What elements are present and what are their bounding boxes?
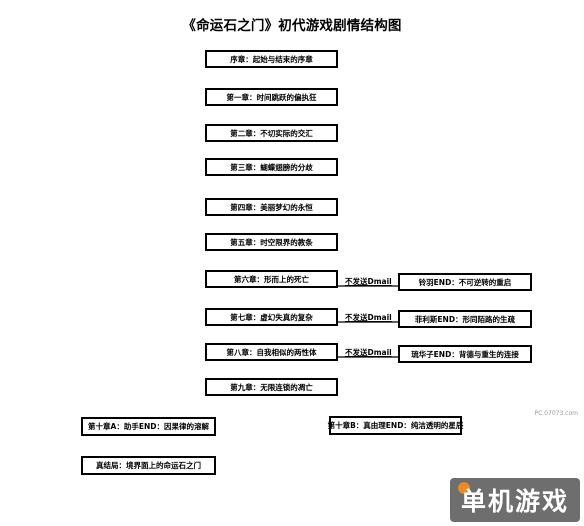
logo-accent-icon <box>458 482 470 494</box>
branch-label-3: 不发送Dmail <box>345 348 392 357</box>
chapter-box-4: 第四章：美丽梦幻的永恒 <box>205 198 338 216</box>
branch-label-1: 不发送Dmail <box>345 277 392 286</box>
chapter-box-1: 第一章：时间跳跃的偏执狂 <box>205 88 338 106</box>
true-ending-box: 真结局：境界面上的命运石之门 <box>81 456 216 475</box>
ending-box-rukako: 琉华子END：背德与重生的连接 <box>398 345 532 363</box>
diagram-title: 《命运石之门》初代游戏剧情结构图 <box>182 18 402 34</box>
chapter-box-6: 第六章：形而上的死亡 <box>205 270 338 288</box>
ending-box-kurisu: 第十章A：助手END：因果律的溶解 <box>81 417 216 436</box>
site-logo: 单机游戏 <box>450 478 580 522</box>
chapter-box-9: 第九章：无限连锁的凋亡 <box>205 378 338 396</box>
watermark-url: PC.07073.com <box>534 410 578 417</box>
chapter-box-5: 第五章：时空限界的教条 <box>205 233 338 251</box>
chapter-box-3: 第三章：蝴蝶翅膀的分歧 <box>205 158 338 176</box>
ending-box-mayuri: 第十章B：真由理END：纯洁透明的星辰 <box>328 416 463 435</box>
chapter-box-8: 第八章：自我相似的两性体 <box>205 343 338 361</box>
branch-label-2: 不发送Dmail <box>345 313 392 322</box>
logo-text: 单机游戏 <box>460 487 569 516</box>
chapter-box-7: 第七章：虚幻失真的复杂 <box>205 308 338 326</box>
chapter-box-prologue: 序章：起始与结束的序章 <box>205 50 338 68</box>
ending-box-suzuha: 铃羽END：不可逆转的重启 <box>398 273 532 291</box>
ending-box-faris: 菲利斯END：形同陌路的生疏 <box>398 310 532 328</box>
chapter-box-2: 第二章：不切实际的交汇 <box>205 124 338 142</box>
